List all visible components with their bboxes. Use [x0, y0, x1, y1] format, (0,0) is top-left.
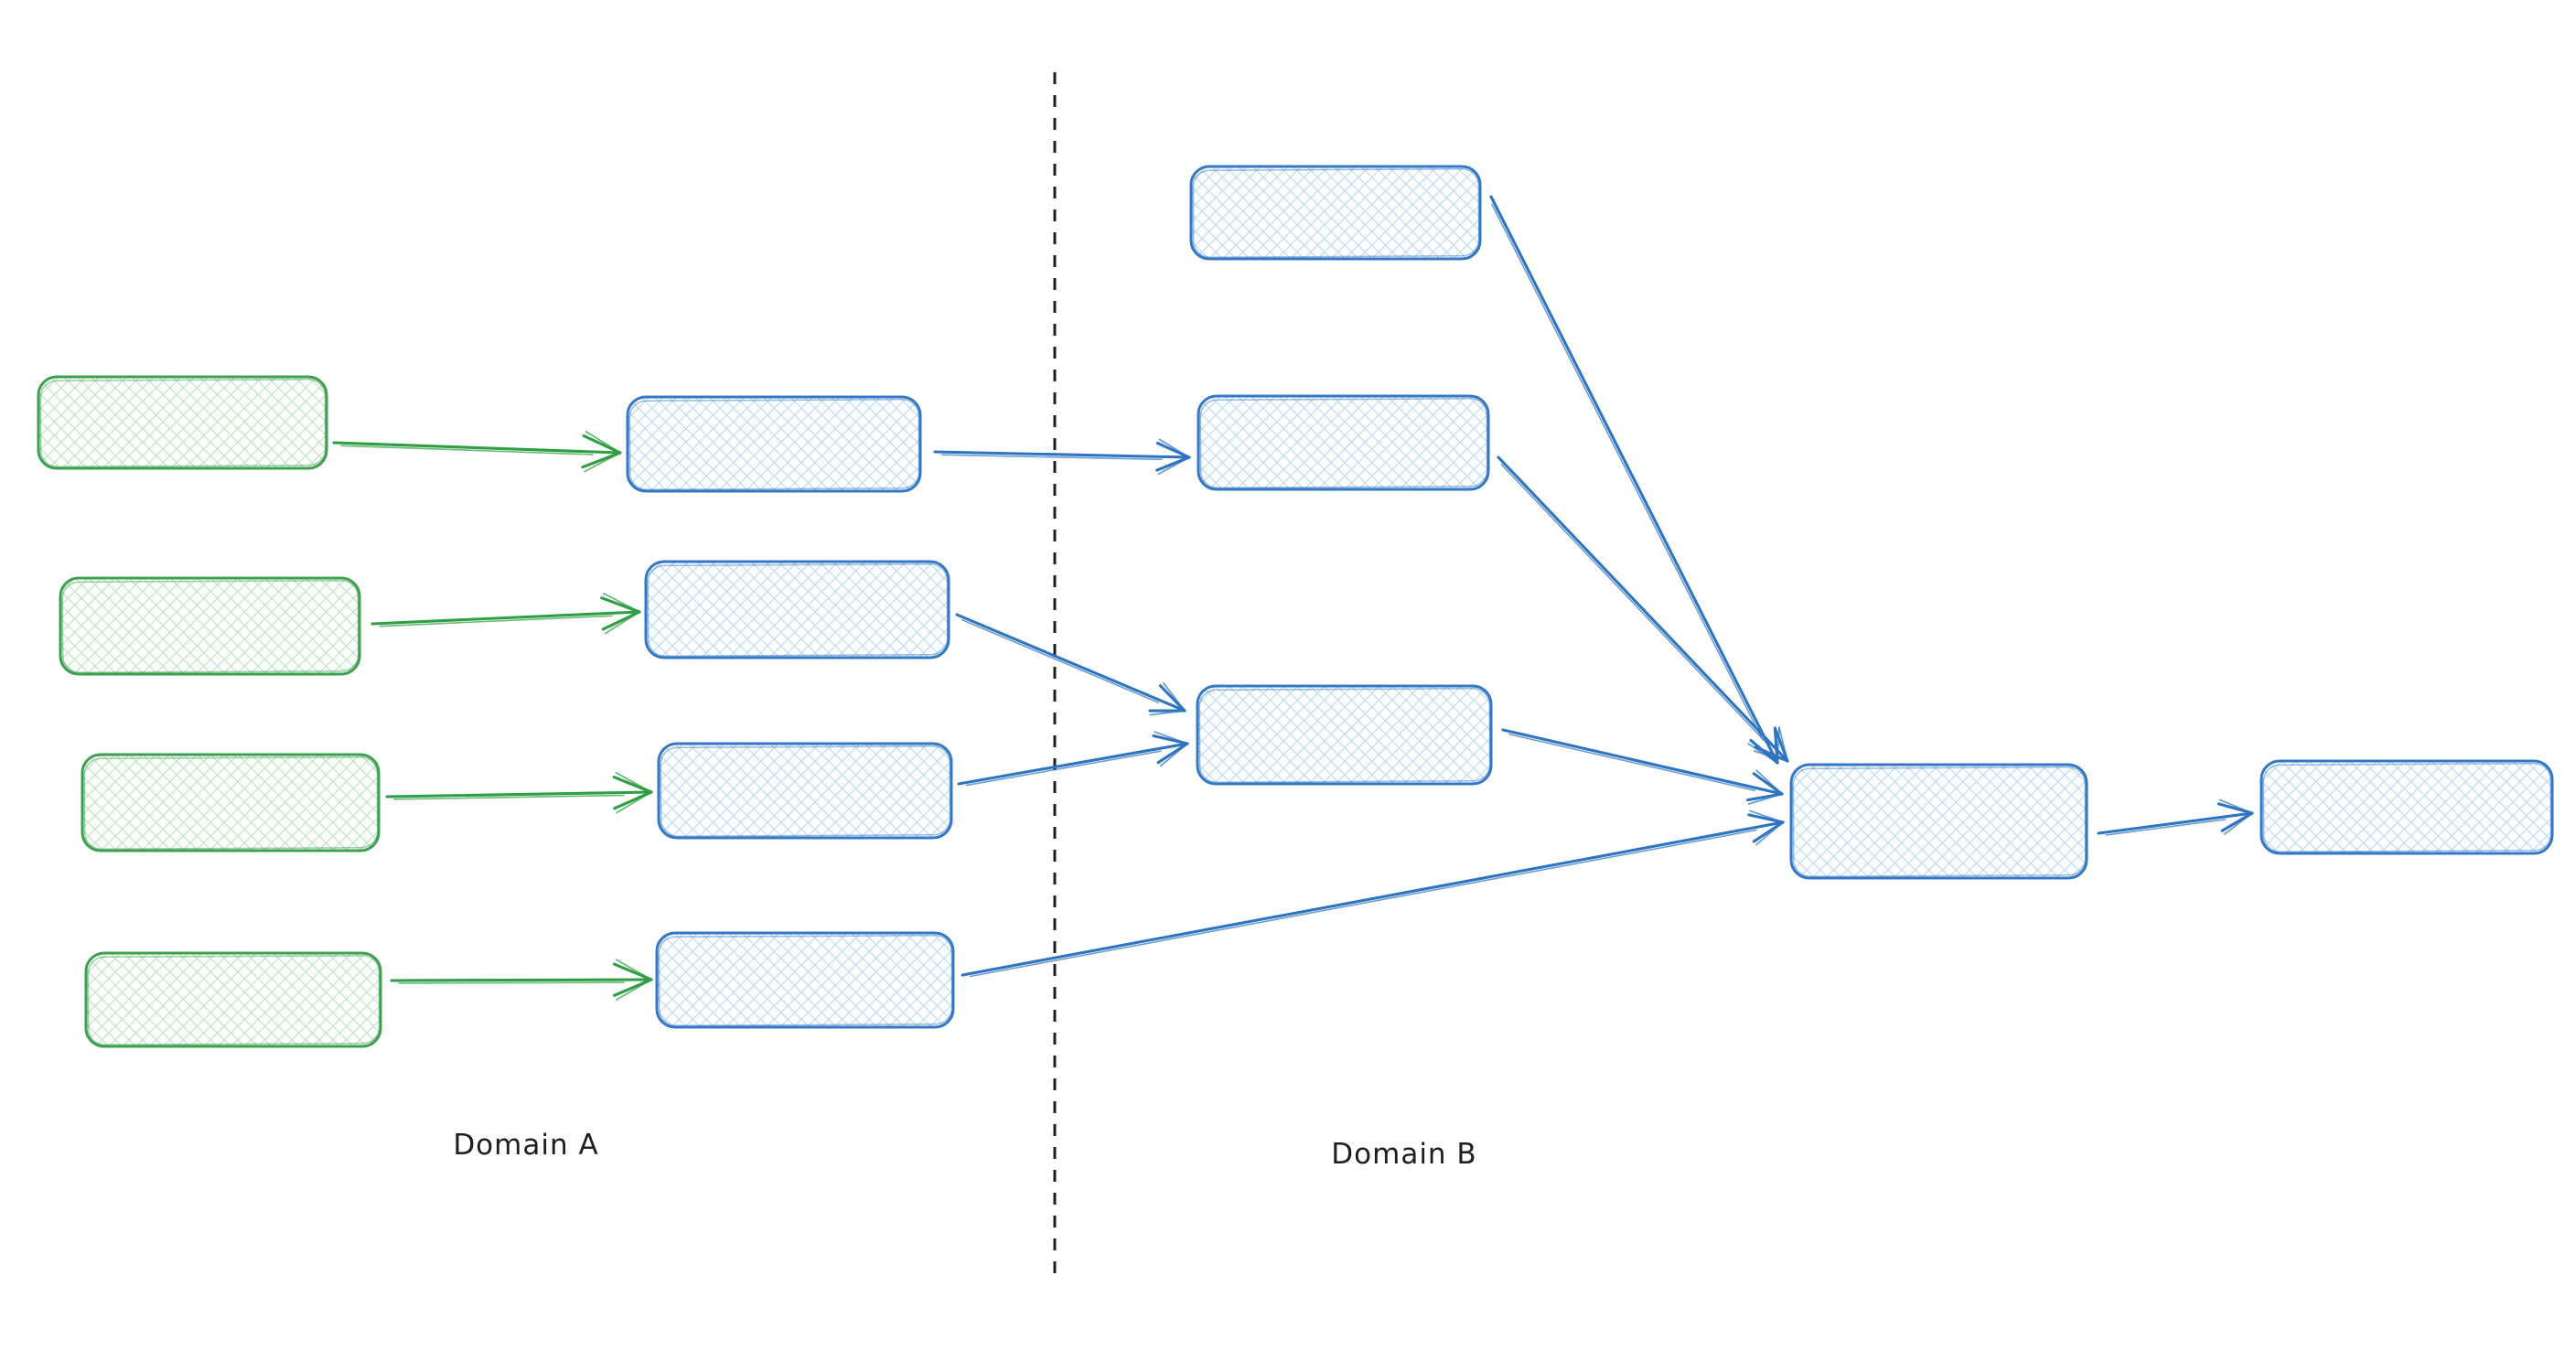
domain-a-target-box-1 [626, 395, 922, 493]
edge-b4-hub [961, 809, 1785, 978]
domain-a-label: Domain A [453, 1129, 598, 1162]
edge-a3-b3 [385, 771, 653, 814]
domain-a-source-box-4 [84, 951, 382, 1048]
edge-b1-c2 [933, 438, 1191, 476]
domain-a-target-box-4 [655, 931, 955, 1029]
domain-a-source-box-1 [37, 375, 328, 470]
domain-a-target-box-3 [657, 742, 953, 840]
edge-b3-c3 [957, 731, 1189, 787]
edge-hub-out [2097, 799, 2254, 836]
edge-c2-hub [1497, 456, 1789, 763]
edge-c1-hub [1489, 195, 1780, 765]
domain-b-merge-box [1789, 763, 2088, 880]
edge-a1-b1 [332, 430, 622, 473]
edge-a2-b2 [370, 592, 641, 635]
domain-a-source-box-2 [59, 576, 361, 676]
domain-b-label: Domain B [1331, 1138, 1476, 1171]
domain-a-source-box-3 [80, 753, 381, 852]
edge-b2-c3 [955, 613, 1186, 716]
domain-b-box-2 [1197, 394, 1490, 491]
domain-b-box-3 [1196, 684, 1493, 786]
edge-a4-b4 [390, 959, 653, 1001]
domain-b-output-box [2259, 759, 2554, 855]
edge-c3-hub [1501, 728, 1784, 805]
domain-b-box-1 [1189, 165, 1482, 261]
domain-a-target-box-2 [644, 560, 950, 659]
